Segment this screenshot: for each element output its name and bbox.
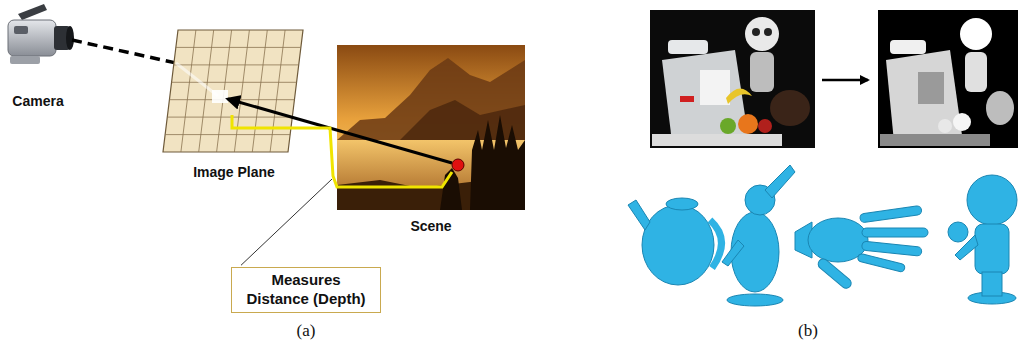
depth-image: [878, 10, 1018, 148]
view-ray: [72, 40, 176, 63]
camera-label: Camera: [12, 93, 63, 109]
color-photo: [650, 10, 815, 148]
scene-label: Scene: [410, 218, 451, 234]
image-plane: [163, 30, 303, 152]
mesh-models: [628, 165, 1017, 306]
callout-box: Measures Distance (Depth): [231, 267, 381, 313]
panel-label: (b): [798, 321, 818, 341]
plane-label: Image Plane: [193, 164, 275, 180]
conversion-arrow: [822, 79, 868, 82]
leader-line: [241, 179, 332, 265]
projection-arrow: [228, 99, 452, 163]
callout-text: Measures Distance (Depth): [241, 271, 371, 309]
camera-icon: [8, 4, 74, 64]
scene-point: [452, 159, 464, 171]
panel-label: (a): [297, 321, 316, 341]
scene-photo: [337, 45, 525, 210]
